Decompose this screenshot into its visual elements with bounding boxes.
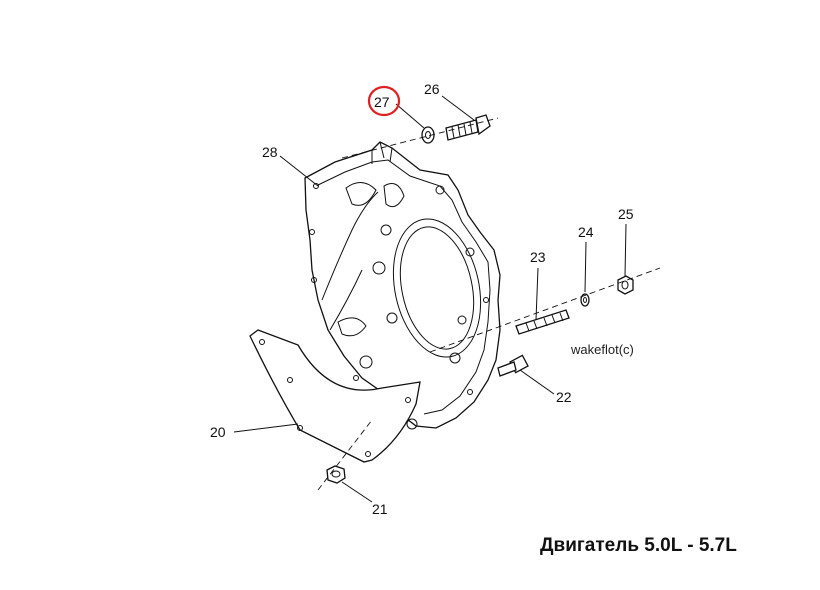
- leader-20: [233, 423, 299, 433]
- axis-line-21: [317, 419, 373, 491]
- callout-26: 26: [424, 81, 440, 97]
- leader-24: [584, 241, 587, 293]
- callout-24: 24: [578, 224, 594, 240]
- callout-20: 20: [210, 424, 226, 440]
- axis-line-26-27: [341, 117, 499, 159]
- nut-25: [617, 275, 634, 295]
- washer-24: [580, 293, 590, 307]
- callout-23: 23: [530, 249, 546, 265]
- leader-27: [395, 103, 425, 129]
- leader-21: [341, 481, 373, 503]
- callout-21: 21: [372, 501, 388, 517]
- axis-line-23-25: [429, 267, 661, 353]
- leader-26: [441, 95, 475, 121]
- nut-21: [326, 465, 346, 484]
- stud-23: [515, 309, 570, 335]
- washer-27: [421, 126, 435, 144]
- flywheel-housing: [304, 141, 501, 430]
- watermark-text: wakeflot(c): [570, 342, 634, 357]
- callout-27: 27: [374, 94, 390, 110]
- bolt-26: [445, 114, 491, 141]
- cover-plate: [249, 329, 421, 463]
- highlight-circle: [367, 85, 401, 117]
- engine-caption: Двигатель 5.0L - 5.7L: [540, 535, 737, 556]
- callout-25: 25: [618, 206, 634, 222]
- callout-28: 28: [262, 144, 278, 160]
- callout-22: 22: [556, 389, 572, 405]
- leader-22: [519, 369, 555, 395]
- bolt-22: [497, 354, 529, 377]
- leader-25: [624, 223, 627, 277]
- leader-28: [279, 155, 319, 187]
- leader-23: [535, 267, 539, 321]
